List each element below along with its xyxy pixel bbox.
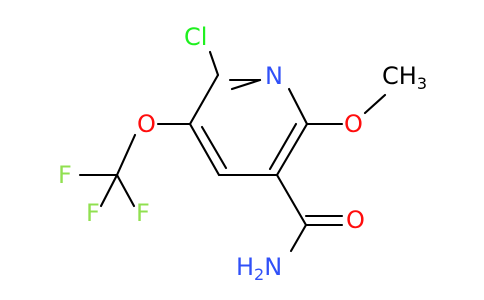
bond-amide-cn: [289, 223, 308, 253]
bond-c4-c3: [188, 122, 221, 177]
bond-c6-c5-double: [268, 122, 298, 171]
bond-cf3-f2: [99, 173, 119, 208]
fluorine-label-3: F: [136, 199, 150, 227]
bond-cf3-f3: [115, 173, 136, 208]
methyl-subscript: 3: [417, 74, 427, 93]
methyl-text: CH: [382, 62, 417, 90]
bond-c5-amide-c: [275, 173, 308, 227]
bond-o-cf3: [115, 133, 137, 177]
bond-c2-cl: [208, 50, 220, 77]
bond-c2-n: [230, 78, 262, 91]
oxygen-carbonyl-label: O: [346, 206, 365, 234]
methyl-label: CH3: [382, 62, 427, 93]
bond-n-c6: [287, 87, 309, 126]
bond-o-ch3: [363, 93, 387, 115]
oxygen-ether-label: O: [137, 110, 156, 138]
amide-nh2-label: H2N: [236, 253, 282, 284]
bond-c4-c3-double: [200, 125, 228, 170]
oxygen-methoxy-label: O: [344, 110, 363, 138]
fluorine-label-1: F: [58, 161, 72, 189]
fluorine-label-2: F: [86, 199, 100, 227]
chlorine-label: Cl: [184, 23, 207, 51]
nitrogen-ring-label: N: [265, 62, 283, 90]
pyridine-ring: [188, 73, 309, 177]
amide-n-text: N: [264, 253, 282, 281]
amide-h-subscript: 2: [254, 265, 264, 284]
amide-h-text: H: [236, 253, 254, 281]
bond-c3-c2: [188, 73, 220, 126]
bond-c6-c5: [275, 122, 309, 177]
